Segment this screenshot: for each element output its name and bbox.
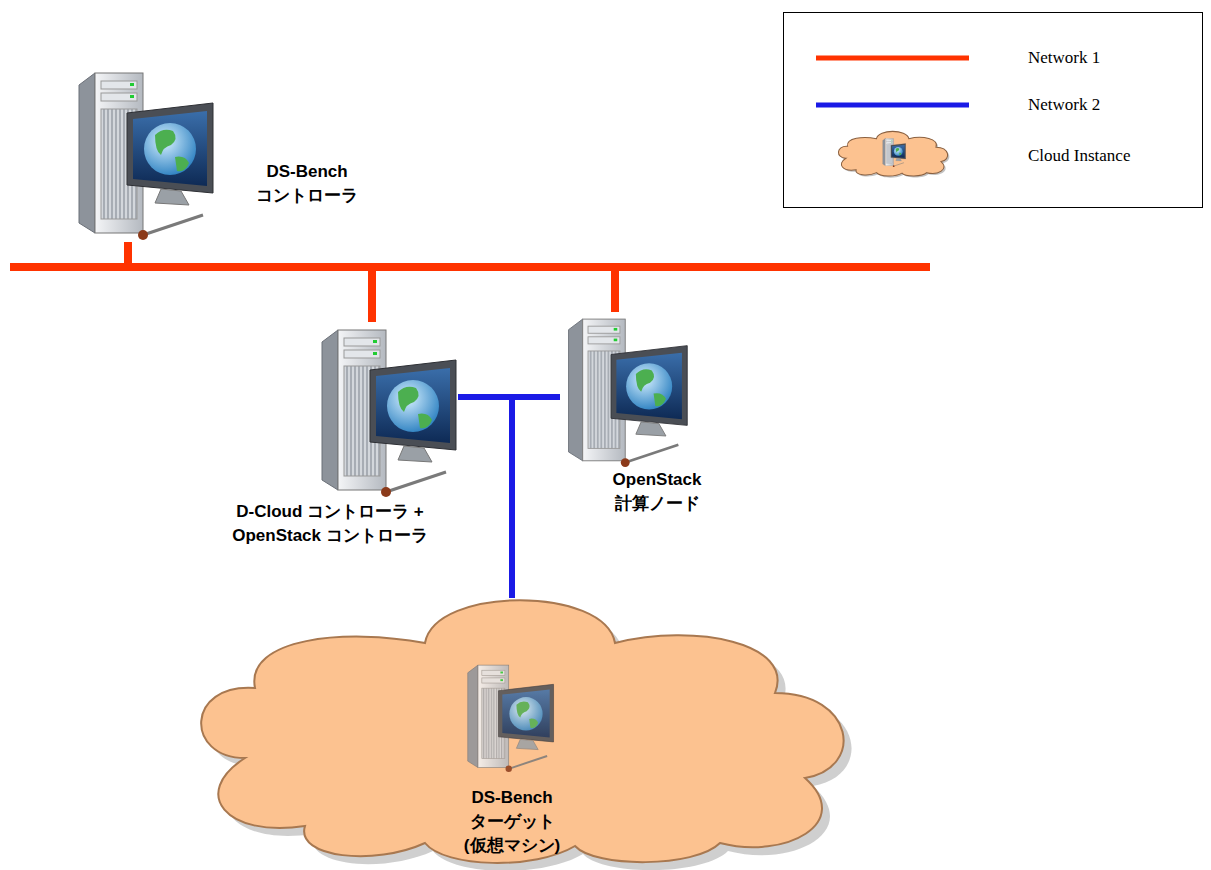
legend-red-line	[816, 56, 969, 61]
node-label: OpenStack 計算ノード	[613, 468, 702, 516]
node-label: D-Cloud コントローラ + OpenStack コントローラ	[230, 500, 430, 548]
server-icon	[79, 73, 213, 240]
node-label: DS-Bench ターゲット (仮想マシン)	[464, 786, 560, 857]
network-2-link	[512, 397, 560, 598]
server-node: OpenStack 計算ノード	[560, 312, 720, 520]
server-icon	[322, 330, 456, 497]
legend-label: Network 1	[1028, 48, 1100, 68]
legend-blue-line	[816, 103, 969, 108]
network-1-link	[128, 242, 615, 312]
node-label: DS-Bench コントローラ	[256, 160, 358, 208]
legend-label: Cloud Instance	[1028, 146, 1130, 166]
cloud-shape	[201, 600, 843, 863]
server-node: DS-Bench コントローラ	[72, 62, 372, 242]
cloud-region: DS-Bench ターゲット (仮想マシン)	[175, 598, 865, 864]
server-icon	[569, 319, 688, 467]
legend-cloud-icon	[838, 131, 949, 177]
legend-label: Network 2	[1028, 95, 1100, 115]
legend-samples	[784, 13, 1204, 209]
virtual-machine-icon	[468, 665, 554, 772]
network-1-link	[128, 242, 372, 322]
legend-box: Network 1 Network 2 Cloud Instance	[783, 12, 1203, 208]
server-node: D-Cloud コントローラ + OpenStack コントローラ	[205, 322, 458, 572]
legend-mini-server	[883, 138, 906, 167]
network-2-link	[458, 397, 512, 598]
